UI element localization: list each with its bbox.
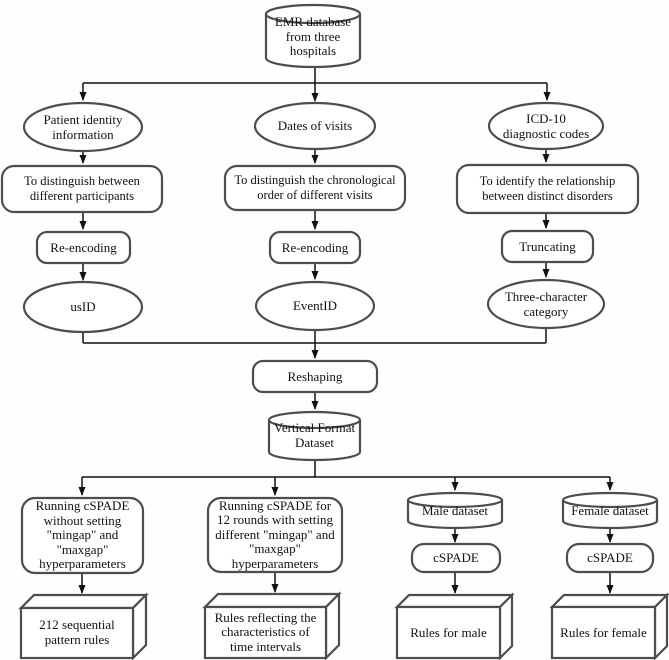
rules-intervals-cube [202,591,342,660]
rules-212-cube [18,592,149,660]
male-dataset-cylinder [406,491,504,530]
purpose-disorders-box [455,163,640,215]
patient-identity-ellipse [22,101,144,153]
reencoding-1-box [35,230,132,265]
cspade-male-label: cSPADE [433,550,479,566]
purpose-visits-label: To distinguish the chronological order o… [234,173,396,202]
rules-male-cube [394,592,515,660]
cspade-12-rounds-box [206,496,344,574]
cspade-female-box [565,542,655,574]
reencoding-1-label: Re-encoding [50,239,117,255]
eventid-label: EventID [292,298,338,314]
eventid-ellipse [254,280,376,332]
vertical-format-label: Vertical Format Dataset [273,420,356,450]
icd10-ellipse [487,101,605,151]
rules-male-label: Rules for male [410,624,487,640]
cspade-female-label: cSPADE [587,550,633,566]
rules-212-label: 212 sequential pattern rules [39,617,115,647]
male-dataset-label: Male dataset [421,502,489,518]
dates-of-visits-ellipse [253,101,377,151]
cspade-male-box [410,542,502,574]
icd10-label: ICD-10 diagnostic codes [502,110,590,141]
usid-ellipse [22,280,144,334]
vertical-format-cylinder [267,410,362,462]
connector-lines [78,67,614,594]
patient-identity-label: Patient identity information [43,111,123,142]
usid-label: usID [70,299,96,315]
female-dataset-label: Female dataset [571,502,649,518]
female-dataset-cylinder [561,491,659,530]
emr-database-label: EMR database from three hospitals [274,14,352,59]
reshaping-label: Reshaping [287,368,343,384]
three-char-label: Three-character category [504,288,588,319]
purpose-participants-label: To distinguish between different partici… [24,174,140,203]
purpose-disorders-label: To identify the relationship between dis… [479,174,616,203]
rules-female-label: Rules for female [560,624,647,640]
truncating-label: Truncating [519,238,576,254]
reencoding-2-label: Re-encoding [281,239,349,255]
cspade-12-rounds-label: Running cSPADE for 12 rounds with settin… [215,497,335,571]
truncating-box [500,229,595,264]
cspade-no-gap-label: Running cSPADE without setting "mingap" … [35,498,130,572]
rules-female-cube [549,592,669,660]
purpose-visits-box [223,164,407,212]
three-char-ellipse [486,278,606,330]
emr-database-cylinder [264,3,362,69]
reshaping-box [251,359,379,394]
cspade-no-gap-box [20,496,145,575]
dates-of-visits-label: Dates of visits [277,118,353,134]
rules-intervals-label: Rules reflecting the characteristics of … [214,609,317,654]
reencoding-2-box [268,230,362,265]
purpose-participants-box [0,164,164,214]
